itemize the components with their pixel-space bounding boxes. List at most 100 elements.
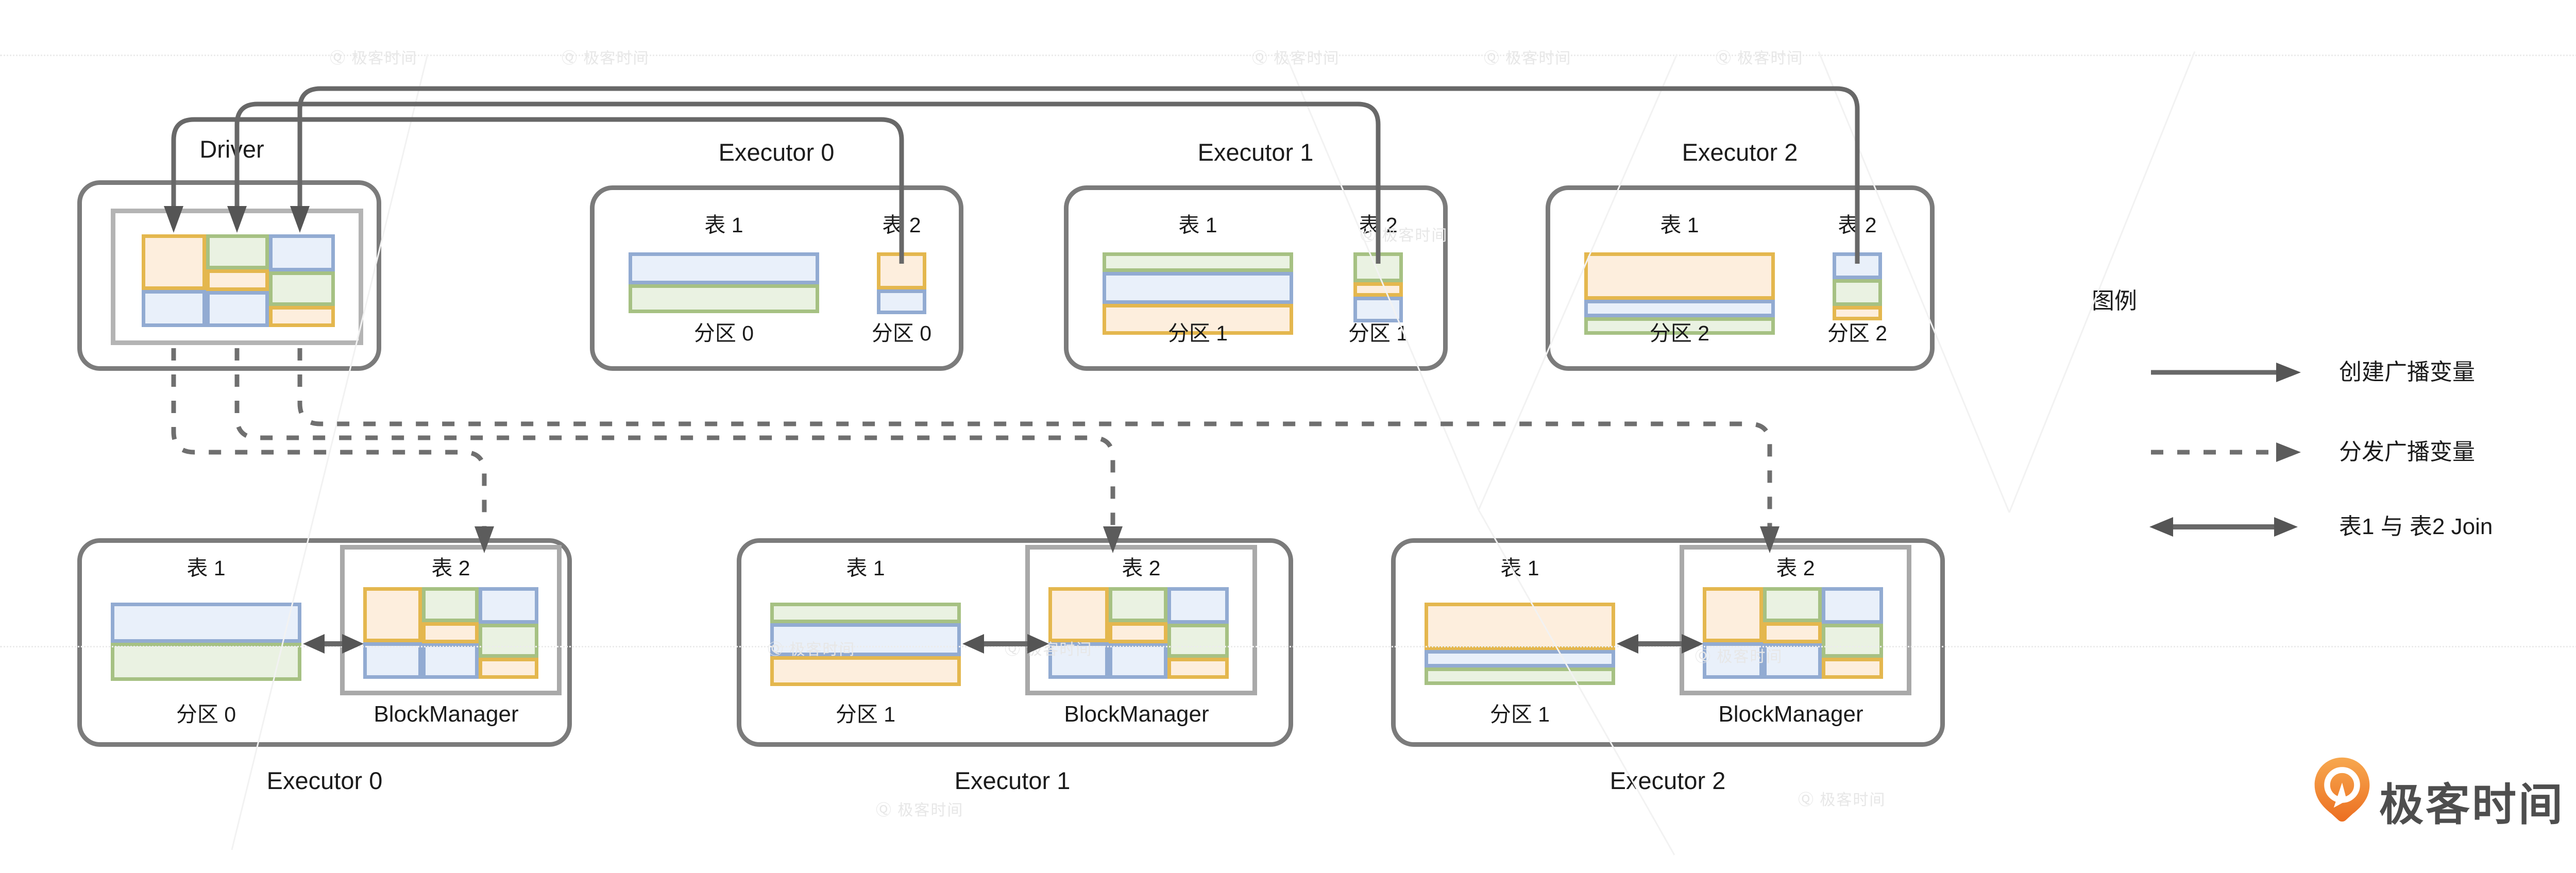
- broadcast-block-orange: [1821, 658, 1883, 679]
- table1-row-blue: [629, 252, 819, 284]
- table2-block-blue: [1353, 297, 1403, 322]
- broadcast-block-orange: [269, 305, 335, 327]
- broadcast-block-green: [1821, 624, 1883, 658]
- top-executor-2-title: Executor 2: [1682, 139, 1798, 166]
- broadcast-block-blue: [1048, 642, 1109, 679]
- distribute-line-executor1: [234, 348, 1115, 527]
- broadcast-block-blue: [363, 642, 422, 679]
- table2-block-green: [1833, 279, 1882, 306]
- broadcast-block-blue: [1167, 587, 1229, 624]
- broadcast-block-orange: [1703, 587, 1763, 642]
- table1-row-orange: [1103, 304, 1293, 335]
- mosaic-column-3: [269, 234, 335, 327]
- broadcast-block-blue: [142, 290, 207, 327]
- table1-row-blue: [1425, 650, 1615, 667]
- distribute-broadcast-lines: [171, 348, 1772, 527]
- table2-partition-label: 分区 0: [871, 321, 932, 345]
- watermark-text: Ⓠ 极客时间: [330, 50, 418, 67]
- watermark-text: Ⓠ 极客时间: [876, 802, 964, 819]
- geektime-logo-text: 极客时间: [2379, 780, 2565, 830]
- broadcast-block-orange: [363, 587, 422, 642]
- table2-label: 表 2: [882, 213, 921, 237]
- table1-row-green: [629, 284, 819, 313]
- broadcast-block-blue: [1821, 587, 1883, 624]
- arrowhead-right-icon: [2274, 517, 2298, 537]
- table2-partition-label: 分区 1: [1348, 321, 1409, 345]
- table2-label: 表 2: [431, 556, 470, 580]
- table1-label: 表 1: [1500, 556, 1539, 580]
- broadcast-block-orange: [1108, 622, 1167, 643]
- watermark-text: Ⓠ 极客时间: [562, 50, 650, 67]
- top-executor-0-table1-rows: [629, 252, 819, 313]
- top-executor-1-table2-partition-blocks: [1353, 252, 1403, 322]
- arrowhead-right-icon: [2276, 442, 2301, 462]
- broadcast-block-green: [479, 624, 538, 658]
- table1-label: 表 1: [846, 556, 885, 580]
- table2-block-orange: [877, 252, 926, 289]
- broadcast-block-blue: [269, 234, 335, 271]
- legend-title: 图例: [2092, 288, 2137, 314]
- broadcast-block-green: [1762, 587, 1822, 622]
- bottom-executor-1-table1-rows: [770, 603, 961, 686]
- table2-block-green: [1353, 252, 1403, 282]
- broadcast-block-blue: [1108, 643, 1167, 679]
- watermark-text: Ⓠ 极客时间: [1798, 792, 1886, 809]
- table1-partition-label: 分区 1: [1167, 321, 1228, 345]
- top-executor-0-title: Executor 0: [718, 139, 835, 166]
- arrowhead-left-icon: [2149, 517, 2173, 537]
- legend-item-create-broadcast: 创建广播变量: [2339, 360, 2475, 385]
- table2-label: 表 2: [1776, 556, 1815, 580]
- broadcast-block-green: [206, 234, 269, 270]
- top-executor-2-table2-partition-blocks: [1833, 252, 1882, 320]
- blockmanager-label: BlockManager: [1064, 701, 1209, 727]
- bottom-executor-2-table1-rows: [1425, 603, 1615, 685]
- mosaic-column-1: [142, 234, 207, 327]
- bottom-executor-2-broadcast-mosaic: [1703, 587, 1883, 679]
- watermark-text: Ⓠ 极客时间: [1484, 50, 1572, 67]
- table1-row-orange: [770, 656, 961, 686]
- table1-label: 表 1: [1178, 213, 1217, 237]
- bottom-executor-0-title: Executor 0: [266, 767, 383, 794]
- table1-partition-label: 分区 0: [176, 703, 236, 726]
- table1-row-blue: [770, 623, 961, 656]
- table1-partition-label: 分区 0: [693, 321, 754, 345]
- watermark-text: Ⓠ 极客时间: [1716, 50, 1804, 67]
- table1-partition-label: 分区 1: [1489, 703, 1550, 726]
- table1-partition-label: 分区 2: [1649, 321, 1710, 345]
- bottom-executor-2-title: Executor 2: [1609, 767, 1726, 794]
- table1-label: 表 1: [704, 213, 743, 237]
- top-executor-1-title: Executor 1: [1197, 139, 1314, 166]
- broadcast-block-blue: [1762, 643, 1822, 679]
- mosaic-column-2: [206, 234, 269, 327]
- table1-partition-label: 分区 1: [835, 703, 896, 726]
- table2-label: 表 2: [1122, 556, 1161, 580]
- table2-label: 表 2: [1359, 213, 1398, 237]
- table1-row-blue: [111, 603, 301, 643]
- broadcast-block-green: [269, 271, 335, 306]
- driver-title: Driver: [199, 135, 264, 163]
- table1-row-green: [111, 643, 301, 681]
- table2-block-orange: [1833, 306, 1882, 320]
- distribute-line-executor0: [171, 348, 487, 527]
- broadcast-block-orange: [1762, 622, 1822, 643]
- table2-block-blue: [877, 289, 926, 314]
- broadcast-block-orange: [1167, 658, 1229, 679]
- driver-broadcast-mosaic: [142, 234, 335, 327]
- broadcast-block-green: [1167, 624, 1229, 658]
- broadcast-block-orange: [1048, 587, 1109, 642]
- broadcast-block-orange: [421, 622, 479, 643]
- broadcast-block-blue: [206, 290, 269, 327]
- legend-item-join: 表1 与 表2 Join: [2339, 514, 2493, 539]
- broadcast-block-orange: [142, 234, 207, 290]
- broadcast-block-blue: [1703, 642, 1763, 679]
- table2-block-orange: [1353, 282, 1403, 297]
- table1-row-green: [1103, 252, 1293, 272]
- watermark-text: Ⓠ 极客时间: [1252, 50, 1340, 67]
- bottom-executor-0-table1-rows: [111, 603, 301, 681]
- geektime-logo-icon: [2314, 757, 2370, 822]
- broadcast-block-orange: [479, 658, 538, 679]
- distribute-line-executor2: [297, 348, 1772, 527]
- table2-partition-label: 分区 2: [1827, 321, 1888, 345]
- arrowhead-right-icon: [2276, 363, 2301, 382]
- table1-row-blue: [1103, 272, 1293, 304]
